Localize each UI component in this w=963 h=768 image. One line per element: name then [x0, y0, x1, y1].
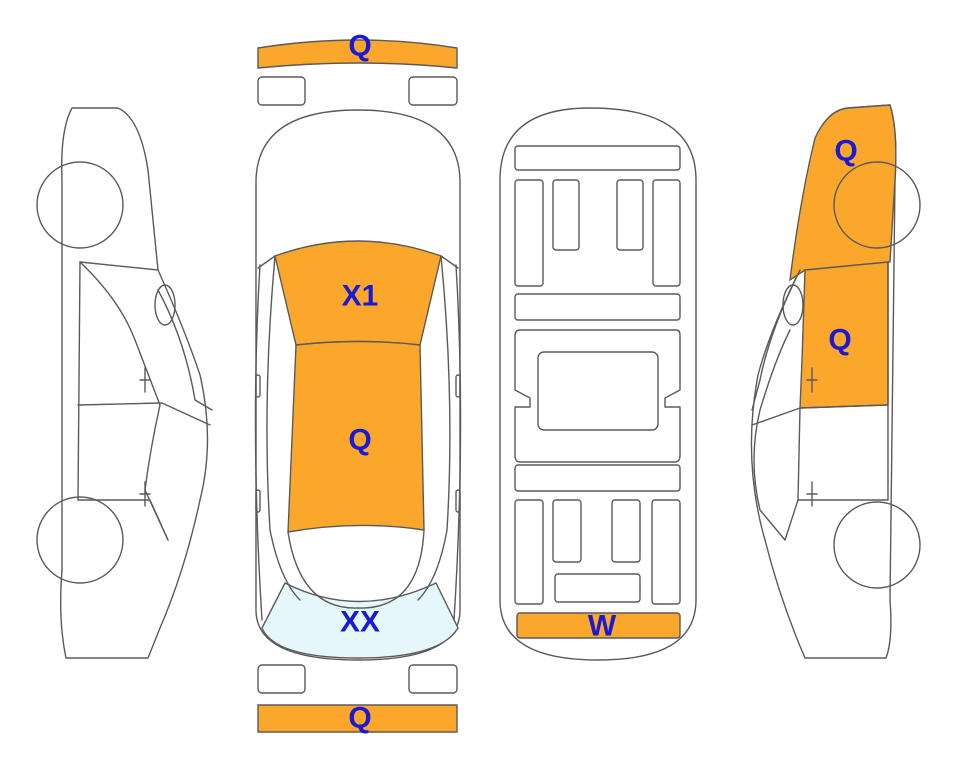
roof-mark: Q: [348, 424, 371, 457]
rear-bumper: [257, 704, 458, 733]
front-bumper: [257, 39, 458, 69]
right-front-fender: [789, 104, 897, 282]
top-view: [254, 39, 462, 733]
right-side-view: [750, 104, 921, 659]
windshield-mark: X1: [342, 280, 379, 313]
rear-window-mark: XX: [340, 606, 380, 639]
front-bumper-mark: Q: [348, 30, 371, 63]
underbody-rear-mark: W: [588, 610, 617, 643]
right-front-mark: Q: [834, 135, 857, 168]
rear-bumper-mark: Q: [348, 702, 371, 735]
right-door-mark: Q: [828, 324, 851, 357]
rear-window: [261, 582, 459, 659]
damage-labels: Q X1 Q XX Q W Q Q: [340, 30, 858, 735]
underbody-rear-panel: [516, 612, 681, 639]
left-side-view: [36, 107, 213, 659]
underbody-view: [499, 107, 697, 661]
